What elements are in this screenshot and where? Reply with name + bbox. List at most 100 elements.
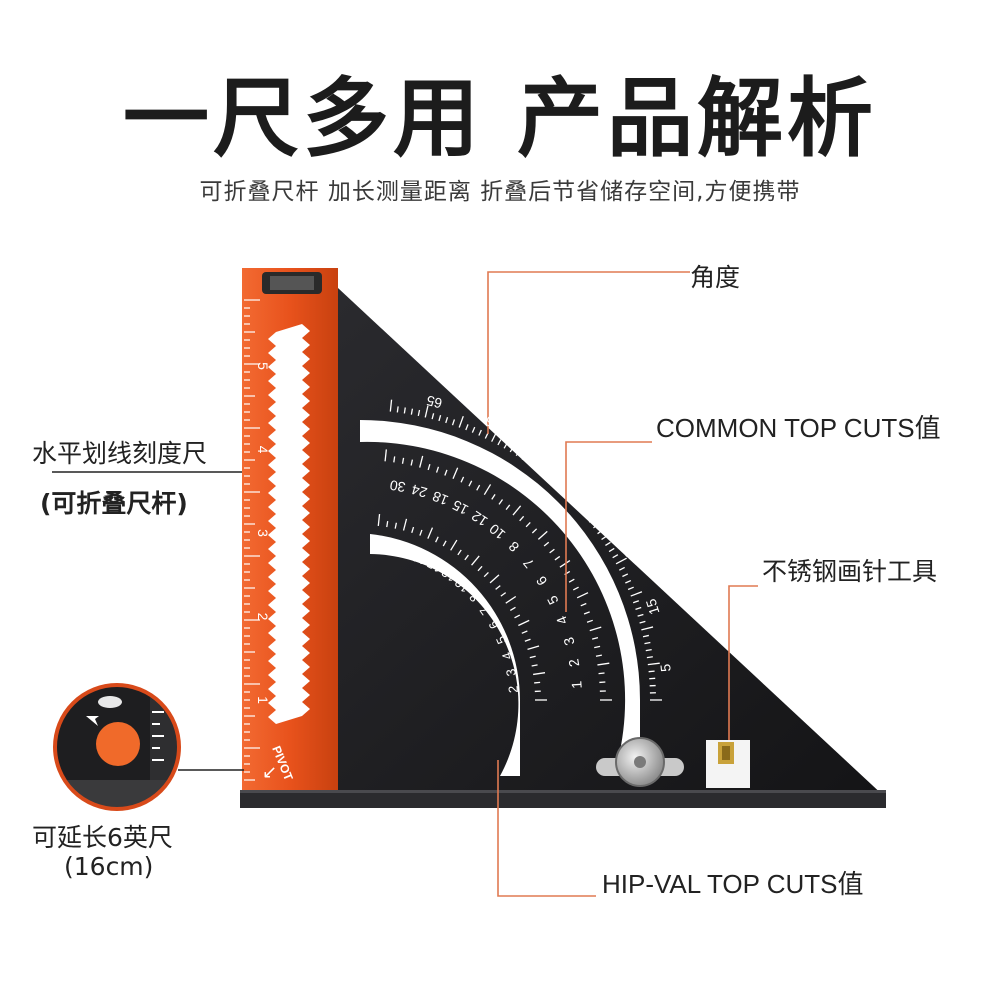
scale-tick — [452, 467, 459, 480]
scale-tick — [509, 446, 514, 453]
scale-number: 35 — [580, 487, 602, 509]
scale-tick — [637, 613, 644, 617]
scale-tick — [457, 549, 462, 556]
scale-tick — [588, 518, 595, 523]
scale-tick — [646, 656, 653, 659]
scale-tick — [435, 466, 440, 473]
scale-tick — [525, 521, 531, 528]
extension-length-callout: (16cm) — [64, 852, 154, 881]
scale-tick — [438, 415, 442, 422]
scale-tick — [555, 480, 561, 487]
scale-tick — [524, 638, 531, 642]
horizontal-ruler-callout: 水平划线刻度尺 — [32, 439, 208, 468]
scale-tick — [601, 535, 607, 541]
scale-tick — [476, 484, 481, 491]
scale-tick — [632, 600, 640, 604]
scale-tick — [515, 450, 521, 457]
scale-number: 55 — [482, 413, 503, 434]
scale-tick — [468, 480, 473, 487]
scale-tick — [639, 620, 646, 624]
scale-tick — [630, 591, 643, 597]
scale-number: 12 — [439, 564, 459, 585]
scale-number: 15 — [424, 556, 444, 576]
scale-tick — [647, 662, 660, 666]
scale-tick — [533, 462, 538, 469]
scale-tick — [451, 419, 456, 426]
scale-tick — [489, 574, 500, 584]
scale-tick — [543, 541, 550, 547]
page-subtitle: 可折叠尺杆 加长测量距离 折叠后节省储存空间,方便携带 — [199, 179, 801, 205]
scale-tick — [549, 471, 559, 482]
scale-tick — [483, 571, 489, 578]
scale-tick — [537, 530, 548, 540]
scale-tick — [644, 641, 651, 645]
hip-val-top-cuts-callout: HIP-VAL TOP CUTS值 — [602, 869, 864, 899]
common-callout-line — [565, 441, 652, 612]
scale-number: 2 — [505, 685, 520, 693]
magnified-inset — [53, 683, 181, 811]
scale-tick — [645, 648, 652, 652]
scale-tick — [595, 654, 602, 657]
scale-number: 24 — [394, 543, 412, 561]
scale-tick — [619, 566, 625, 571]
scale-tick — [575, 497, 585, 507]
scale-number: 12 — [468, 508, 490, 530]
scriber-callout-line — [728, 585, 758, 740]
scale-tick — [478, 429, 482, 436]
scale-number: 25 — [617, 539, 639, 561]
scale-tick — [495, 585, 501, 590]
hip-callout-line — [497, 760, 596, 897]
callout-lines — [487, 271, 758, 897]
scale-tick — [427, 527, 434, 539]
scale-tick — [483, 484, 492, 496]
scale-tick — [615, 557, 627, 565]
scale-number: 30 — [388, 477, 406, 495]
scale-tick — [393, 456, 396, 463]
scale-tick — [427, 463, 431, 471]
scale-tick — [594, 645, 601, 649]
scale-tick — [518, 619, 530, 627]
scale-tick — [402, 518, 408, 531]
scale-number: 30 — [378, 540, 395, 557]
scale-tick — [464, 554, 469, 561]
scale-number: 15 — [450, 497, 471, 518]
scale-tick — [544, 471, 550, 477]
scale-tick — [580, 602, 587, 607]
base-plate — [240, 790, 886, 808]
scale-tick — [554, 555, 561, 561]
scale-tick — [477, 565, 483, 572]
scale-tick — [471, 426, 476, 433]
scale-tick — [648, 670, 655, 673]
scale-tick — [589, 626, 602, 632]
scriber-tool — [706, 740, 750, 788]
pivot-arrow-icon: ↙ — [262, 762, 277, 783]
scale-tick — [549, 548, 555, 554]
scale-tick — [521, 630, 528, 634]
scale-tick — [598, 672, 605, 675]
scale-tick — [608, 547, 615, 553]
scale-tick — [527, 645, 540, 651]
inset-arrow-icon — [86, 716, 99, 726]
ruler-number: 3 — [255, 529, 271, 537]
scale-number: 5 — [657, 663, 674, 673]
scale-tick — [471, 555, 480, 566]
scale-tick — [500, 592, 507, 597]
scale-tick — [579, 506, 586, 512]
scale-number: 24 — [409, 481, 429, 501]
scale-tick — [384, 449, 387, 462]
page-title: 一尺多用 产品解析 — [123, 69, 877, 169]
triangle-body — [338, 288, 886, 798]
scale-tick — [509, 606, 516, 611]
scale-tick — [533, 672, 546, 676]
scale-tick — [442, 540, 447, 547]
scale-tick — [435, 536, 439, 543]
ruler-slot — [268, 324, 310, 724]
scale-tick — [424, 405, 429, 418]
scale-tick — [572, 586, 579, 591]
scale-tick — [627, 586, 634, 591]
scale-number: 18 — [410, 549, 429, 568]
extension-callout: 可延长6英尺 — [32, 823, 173, 852]
scale-tick — [460, 476, 465, 483]
scale-tick — [597, 526, 608, 535]
ruler-number: 5 — [255, 362, 271, 370]
